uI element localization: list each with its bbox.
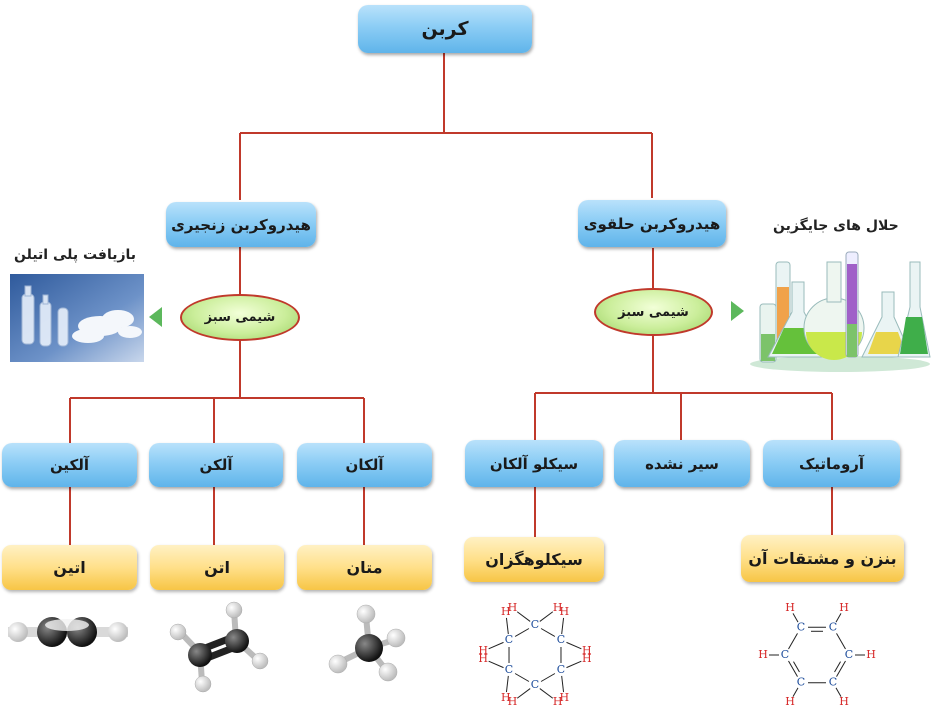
hydrogen-atom: H — [839, 695, 849, 708]
bond-line — [516, 688, 531, 699]
bond-line — [561, 617, 565, 635]
chain-hydrocarbon-box: هیدروکربن زنجیری — [166, 202, 316, 247]
carbon-atom: C — [797, 620, 805, 633]
bond-line — [788, 633, 798, 650]
unsaturated-box: سیر نشده — [614, 440, 750, 487]
alkane-box: آلکان — [297, 443, 432, 487]
bond-line — [539, 688, 554, 699]
alternative-solvents-image — [750, 251, 931, 372]
alkyne-box: آلکین — [2, 443, 137, 487]
benzene-box: بنزن و مشتقات آن — [741, 535, 904, 582]
bond-line — [835, 613, 842, 623]
bond-line — [540, 628, 556, 637]
hydrogen-atom: H — [559, 691, 569, 704]
aromatic-box: آروماتیک — [763, 440, 900, 487]
root-box: کربن — [358, 5, 532, 53]
recycling-label: بازیافت پلی اتیلن — [14, 247, 137, 263]
ethene-molecule-model — [169, 601, 269, 693]
solvents-label: حلال های جایگزین — [773, 218, 899, 234]
ethyne-molecule-model — [8, 617, 128, 647]
bond-line — [836, 633, 846, 650]
green-chemistry-left: شیمی سبز — [180, 294, 300, 341]
ethene-box: اتن — [150, 545, 284, 590]
bond-line — [505, 617, 509, 635]
bond-line — [836, 660, 846, 677]
bond-line — [835, 687, 842, 697]
hydrogen-atom: H — [582, 644, 592, 657]
carbon-atom: C — [505, 663, 513, 676]
bond-line — [514, 673, 530, 682]
hydrogen-atom: H — [785, 601, 795, 614]
bond-line — [834, 661, 841, 673]
carbon-atom: C — [829, 620, 837, 633]
bond-line — [792, 687, 799, 697]
methane-box: متان — [297, 545, 432, 590]
bond-line — [566, 641, 582, 650]
hydrogen-atom: H — [785, 695, 795, 708]
bond-line — [540, 673, 556, 682]
alkene-box: آلکن — [149, 443, 283, 487]
hydrogen-atom: H — [508, 601, 518, 614]
bond-line — [788, 660, 798, 677]
carbon-atom: C — [531, 618, 539, 631]
green-chemistry-right: شیمی سبز — [594, 288, 713, 336]
bond-line — [488, 660, 504, 669]
hydrogen-atom: H — [508, 695, 518, 708]
carbon-atom: C — [781, 648, 789, 661]
carbon-atom: C — [557, 663, 565, 676]
carbon-atom: C — [557, 633, 565, 646]
hydrogen-atom: H — [866, 648, 876, 661]
carbon-atom: C — [797, 676, 805, 689]
hydrogen-atom: H — [559, 605, 569, 618]
carbon-atom: C — [531, 678, 539, 691]
cycloalkane-box: سیکلو آلکان — [465, 440, 603, 487]
left-arrow — [149, 307, 162, 327]
hydrogen-atom: H — [582, 652, 592, 665]
cyclohexane-box: سیکلوهگزان — [464, 537, 604, 582]
hydrogen-atom: H — [758, 648, 768, 661]
bond-line — [505, 675, 509, 693]
bond-line — [566, 660, 582, 669]
carbon-atom: C — [505, 633, 513, 646]
ring-hydrocarbon-box: هیدروکربن حلقوی — [578, 200, 726, 247]
hydrogen-atom: H — [501, 605, 511, 618]
bond-line — [793, 661, 800, 673]
hydrogen-atom: H — [553, 695, 563, 708]
methane-molecule-model — [328, 604, 406, 682]
hydrogen-atom: H — [553, 601, 563, 614]
ethyne-box: اتین — [2, 545, 137, 590]
hydrogen-atom: H — [478, 644, 488, 657]
bond-line — [516, 611, 531, 622]
polyethylene-recycling-image — [10, 274, 144, 362]
right-arrow — [731, 301, 744, 321]
bond-line — [792, 613, 799, 623]
bond-line — [514, 628, 530, 637]
hydrogen-atom: H — [839, 601, 849, 614]
hydrogen-atom: H — [478, 652, 488, 665]
bond-line — [539, 611, 554, 622]
bond-line — [561, 675, 565, 693]
hydrogen-atom: H — [501, 691, 511, 704]
carbon-atom: C — [829, 676, 837, 689]
carbon-atom: C — [845, 648, 853, 661]
bond-line — [488, 641, 504, 650]
